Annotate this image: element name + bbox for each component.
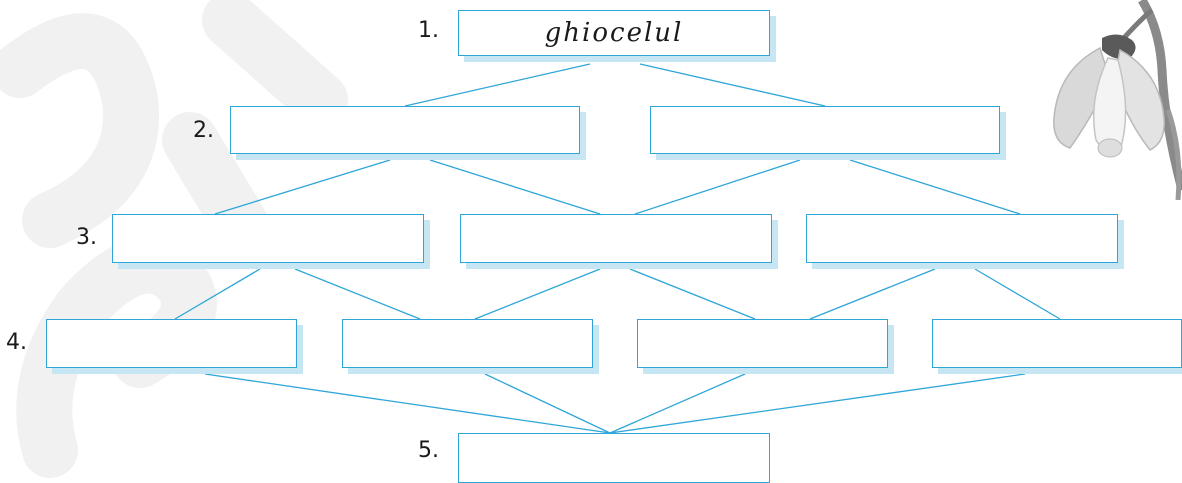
level3-box-1[interactable] xyxy=(112,214,424,263)
root-word: ghiocelul xyxy=(544,18,684,48)
level4-box-3[interactable] xyxy=(637,319,888,368)
level2-box-1[interactable] xyxy=(230,106,580,154)
level2-box-2[interactable] xyxy=(650,106,1000,154)
level4-box-4[interactable] xyxy=(932,319,1182,368)
snowdrop-flower-icon xyxy=(1053,0,1182,200)
level-label-1: 1. xyxy=(418,18,439,43)
level3-box-2[interactable] xyxy=(460,214,772,263)
level3-box-3[interactable] xyxy=(806,214,1118,263)
level-label-4: 4. xyxy=(6,330,27,355)
level4-box-1[interactable] xyxy=(46,319,297,368)
level5-box[interactable] xyxy=(458,433,770,483)
level1-word-box: ghiocelul xyxy=(458,10,770,56)
level-label-2: 2. xyxy=(193,118,214,143)
level-label-3: 3. xyxy=(76,225,97,250)
level4-box-2[interactable] xyxy=(342,319,593,368)
level-label-5: 5. xyxy=(418,438,439,463)
